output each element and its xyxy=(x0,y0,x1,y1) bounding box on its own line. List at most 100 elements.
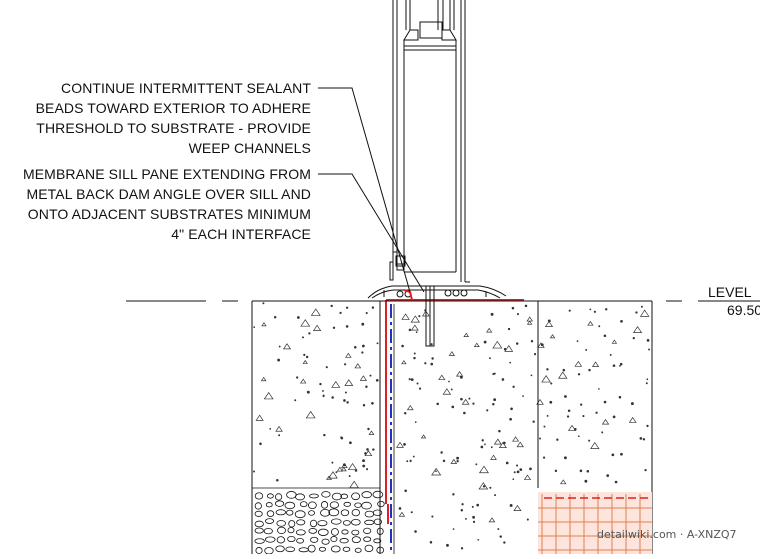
concrete-aggregate xyxy=(302,336,304,339)
gravel-stone xyxy=(254,502,262,510)
concrete-aggregate xyxy=(567,409,571,413)
concrete-aggregate xyxy=(340,466,347,472)
concrete-aggregate xyxy=(639,437,643,440)
concrete-aggregate xyxy=(549,334,556,339)
concrete-aggregate xyxy=(369,374,372,377)
gravel-stone xyxy=(364,519,375,526)
concrete-aggregate xyxy=(482,485,486,488)
concrete-aggregate xyxy=(414,530,417,533)
sealant-note-line: CONTINUE INTERMITTENT SEALANT xyxy=(61,80,311,96)
concrete-aggregate xyxy=(635,311,638,314)
gravel-stone xyxy=(376,546,385,554)
concrete-aggregate xyxy=(401,360,407,365)
concrete-aggregate xyxy=(340,436,343,439)
gravel-stone xyxy=(318,546,327,552)
concrete-aggregate xyxy=(468,397,471,400)
concrete-aggregate xyxy=(603,400,607,404)
concrete-aggregate xyxy=(492,403,495,406)
concrete-aggregate xyxy=(435,470,437,473)
concrete-aggregate xyxy=(539,437,541,440)
concrete-aggregate xyxy=(420,434,427,439)
concrete-aggregate xyxy=(493,398,497,402)
concrete-aggregate xyxy=(549,400,553,404)
concrete-aggregate xyxy=(601,418,610,425)
concrete-aggregate xyxy=(403,412,407,415)
concrete-aggregate xyxy=(584,479,588,483)
concrete-aggregate xyxy=(396,441,404,448)
gravel-stone xyxy=(330,545,341,553)
concrete-aggregate xyxy=(509,504,513,507)
concrete-aggregate xyxy=(492,340,503,349)
concrete-aggregate xyxy=(513,504,522,512)
concrete-aggregate xyxy=(503,347,507,351)
concrete-aggregate xyxy=(438,374,446,380)
concrete-aggregate xyxy=(342,463,346,467)
concrete-aggregate xyxy=(346,401,349,404)
concrete-aggregate xyxy=(510,407,513,411)
concrete-aggregate xyxy=(606,474,610,477)
concrete-aggregate xyxy=(632,326,643,333)
gravel-stone xyxy=(309,519,318,528)
tile-block xyxy=(538,492,652,554)
concrete-aggregate xyxy=(472,515,475,519)
gravel-stone xyxy=(275,509,287,516)
concrete-aggregate xyxy=(498,441,507,449)
concrete-aggregate xyxy=(598,388,600,390)
concrete-aggregate xyxy=(530,339,534,343)
concrete-aggregate xyxy=(563,456,567,460)
concrete-aggregate xyxy=(463,411,466,415)
concrete-aggregate xyxy=(472,402,475,405)
concrete-aggregate xyxy=(345,306,349,309)
concrete-aggregate xyxy=(595,411,598,414)
concrete-aggregate xyxy=(590,441,600,449)
concrete-aggregate xyxy=(414,421,417,424)
concrete-aggregate xyxy=(499,535,502,538)
concrete-aggregate xyxy=(322,394,325,397)
concrete-aggregate xyxy=(509,417,512,421)
concrete-aggregate xyxy=(275,425,283,432)
concrete-aggregate xyxy=(542,456,546,459)
concrete-aggregate xyxy=(618,395,622,399)
gravel-stone xyxy=(307,544,316,553)
gravel-stone xyxy=(254,492,264,500)
concrete-aggregate xyxy=(585,348,588,351)
concrete-aggregate xyxy=(562,368,566,372)
sealant-note-line: BEADS TOWARD EXTERIOR TO ADHERE xyxy=(35,100,311,116)
gravel-stone xyxy=(274,493,283,501)
concrete-aggregate xyxy=(619,362,623,366)
concrete-aggregate xyxy=(593,310,597,313)
concrete-aggregate xyxy=(361,344,365,348)
gravel-stone xyxy=(364,510,375,518)
concrete-aggregate xyxy=(579,469,583,473)
concrete-aggregate xyxy=(509,361,512,364)
membrane-note-line: ONTO ADJACENT SUBSTRATES MINIMUM xyxy=(27,206,311,222)
concrete-aggregate xyxy=(255,414,264,421)
gravel-stone xyxy=(287,535,296,543)
gravel-stone xyxy=(354,547,362,553)
gravel-stone xyxy=(377,500,385,508)
concrete-aggregate xyxy=(406,460,409,463)
concrete-aggregate xyxy=(512,385,515,388)
concrete-aggregate xyxy=(456,456,460,460)
concrete-aggregate xyxy=(253,470,255,473)
concrete-aggregate xyxy=(588,439,591,442)
concrete-aggregate xyxy=(516,470,520,474)
gravel-stone xyxy=(254,527,264,534)
concrete-aggregate xyxy=(371,306,375,309)
concrete-aggregate xyxy=(630,402,634,406)
concrete-aggregate xyxy=(349,441,352,445)
concrete-aggregate xyxy=(568,309,571,312)
concrete-aggregate xyxy=(436,402,439,406)
gravel-stone xyxy=(318,528,329,536)
gravel-stone xyxy=(361,491,372,499)
gravel-stone xyxy=(339,538,349,544)
concrete-aggregate xyxy=(282,343,292,350)
concrete-aggregate xyxy=(362,404,366,407)
concrete-aggregate xyxy=(371,401,374,405)
gravel-stone xyxy=(376,527,384,535)
gravel-stone xyxy=(340,509,350,517)
concrete-aggregate xyxy=(367,427,370,431)
concrete-aggregate xyxy=(361,322,365,326)
concrete-aggregate xyxy=(450,388,453,391)
concrete-aggregate xyxy=(546,368,549,371)
